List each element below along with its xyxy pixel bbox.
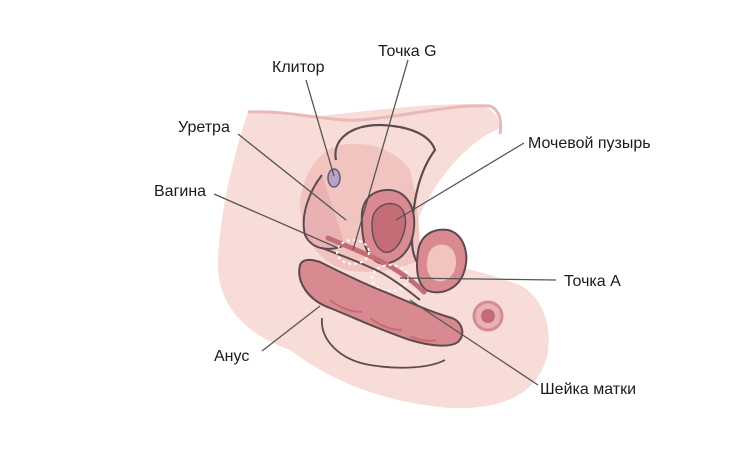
label-vagina: Вагина: [154, 183, 206, 200]
leader-cervix: [409, 299, 539, 386]
bladder-inner: [371, 202, 407, 253]
label-anus: Анус: [214, 348, 249, 365]
leader-a-spot: [399, 277, 557, 281]
label-bladder: Мочевой пузырь: [528, 135, 651, 152]
label-urethra: Уретра: [178, 119, 230, 136]
labia-region: [302, 174, 346, 250]
intestine-segments: [329, 299, 437, 342]
anterior-outline: [334, 123, 441, 282]
leader-lines: [213, 59, 557, 386]
vagina-wall: [325, 235, 427, 295]
leader-clitoris: [305, 79, 335, 177]
leader-urethra: [237, 133, 347, 221]
back-skin-line: [247, 104, 503, 135]
label-g-spot: Точка G: [378, 43, 437, 60]
label-cervix: Шейка матки: [540, 381, 636, 398]
leader-g-spot: [352, 59, 409, 251]
uterus-inner: [426, 244, 456, 282]
label-a-spot: Точка A: [564, 273, 621, 290]
leader-anus: [261, 305, 321, 352]
vagina-canal: [321, 247, 421, 301]
labels: Клитор Точка G Уретра Мочевой пузырь Ваг…: [154, 43, 651, 398]
leader-bladder: [395, 142, 525, 221]
clitoris-shape: [327, 168, 341, 188]
label-clitoris: Клитор: [272, 59, 325, 76]
rectum-shape: [298, 258, 464, 347]
leg-cutaway-inner: [481, 309, 495, 323]
leader-vagina: [213, 193, 339, 249]
g-spot-region: [336, 239, 370, 265]
intestine-lower: [321, 317, 446, 369]
